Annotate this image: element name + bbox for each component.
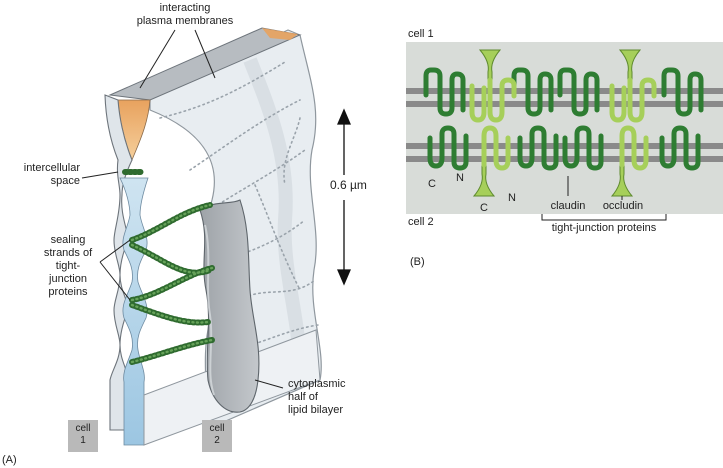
- cytoplasmic-line3: lipid bilayer: [288, 404, 388, 417]
- sealing-strands-line4: junction: [36, 273, 100, 286]
- panel-a-label: (A): [2, 454, 17, 467]
- sealing-strands-line5: proteins: [36, 286, 100, 299]
- sealing-strands-line3: tight-: [36, 260, 100, 273]
- terminal-c-mid: C: [480, 202, 488, 215]
- cell1-word: cell: [68, 423, 98, 435]
- terminal-c-left: C: [428, 178, 436, 191]
- intercellular-space-label: intercellular space: [8, 162, 80, 188]
- sealing-strands-label: sealing strands of tight- junction prote…: [36, 234, 100, 299]
- terminal-n-mid: N: [508, 192, 516, 205]
- panel-b-label: (B): [410, 256, 425, 269]
- terminal-n-left: N: [456, 172, 464, 185]
- panel-b-drawing: [406, 42, 723, 220]
- cytoplasmic-half-label: cytoplasmic half of lipid bilayer: [288, 378, 388, 417]
- tight-junction-proteins-label: tight-junction proteins: [538, 222, 670, 235]
- interacting-membranes-line1: interacting: [130, 2, 240, 15]
- occludin-label: occludin: [598, 200, 648, 213]
- cell2-box: cell 2: [202, 420, 232, 452]
- sealing-strands-line2: strands of: [36, 247, 100, 260]
- cytoplasmic-line1: cytoplasmic: [288, 378, 388, 391]
- claudin-label: claudin: [545, 200, 591, 213]
- scale-bar: [338, 110, 350, 284]
- cell2-word: cell: [202, 423, 232, 435]
- cell-top-label: cell 1: [408, 28, 434, 41]
- cell1-number: 1: [68, 435, 98, 447]
- intercellular-space-line2: space: [8, 175, 80, 188]
- cell2-number: 2: [202, 435, 232, 447]
- cytoplasmic-line2: half of: [288, 391, 388, 404]
- sealing-strands-line1: sealing: [36, 234, 100, 247]
- interacting-membranes-label: interacting plasma membranes: [130, 2, 240, 28]
- interacting-membranes-line2: plasma membranes: [130, 15, 240, 28]
- cell-bottom-label: cell 2: [408, 216, 434, 229]
- intercellular-space-line1: intercellular: [8, 162, 80, 175]
- cell1-box: cell 1: [68, 420, 98, 452]
- scale-label: 0.6 µm: [330, 179, 390, 192]
